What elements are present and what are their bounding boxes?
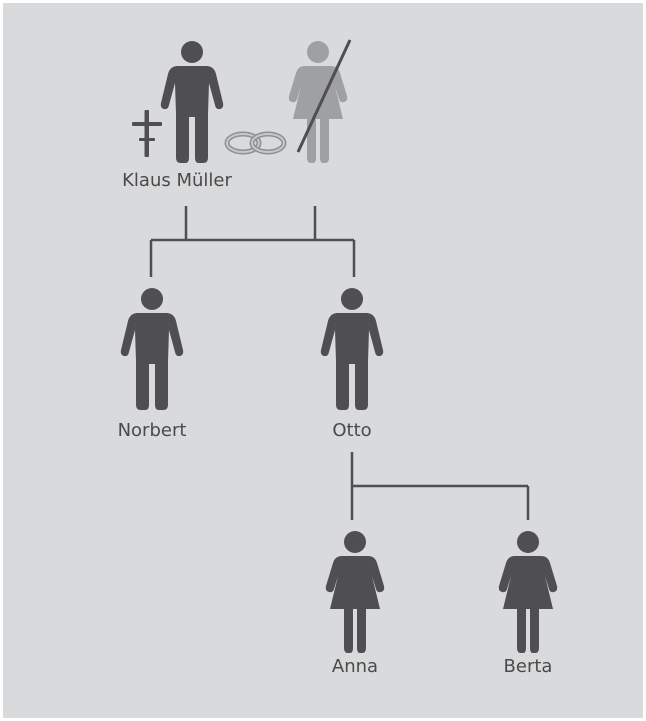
name-klaus: Klaus Müller — [122, 170, 232, 191]
name-berta: Berta — [503, 656, 553, 677]
connector-gen2 — [350, 452, 530, 520]
klaus-figure — [160, 41, 224, 163]
otto-figure — [320, 288, 384, 410]
berta-figure — [498, 531, 558, 653]
spouse-figure — [288, 41, 348, 163]
name-anna: Anna — [331, 656, 379, 677]
anna-figure — [325, 531, 385, 653]
norbert-figure — [120, 288, 184, 410]
cross-icon — [132, 110, 162, 157]
wedding-rings-icon — [224, 131, 287, 155]
strike-through-line — [296, 39, 352, 153]
name-norbert: Norbert — [117, 420, 187, 441]
name-otto: Otto — [332, 420, 372, 441]
connector-gen1 — [149, 206, 356, 277]
